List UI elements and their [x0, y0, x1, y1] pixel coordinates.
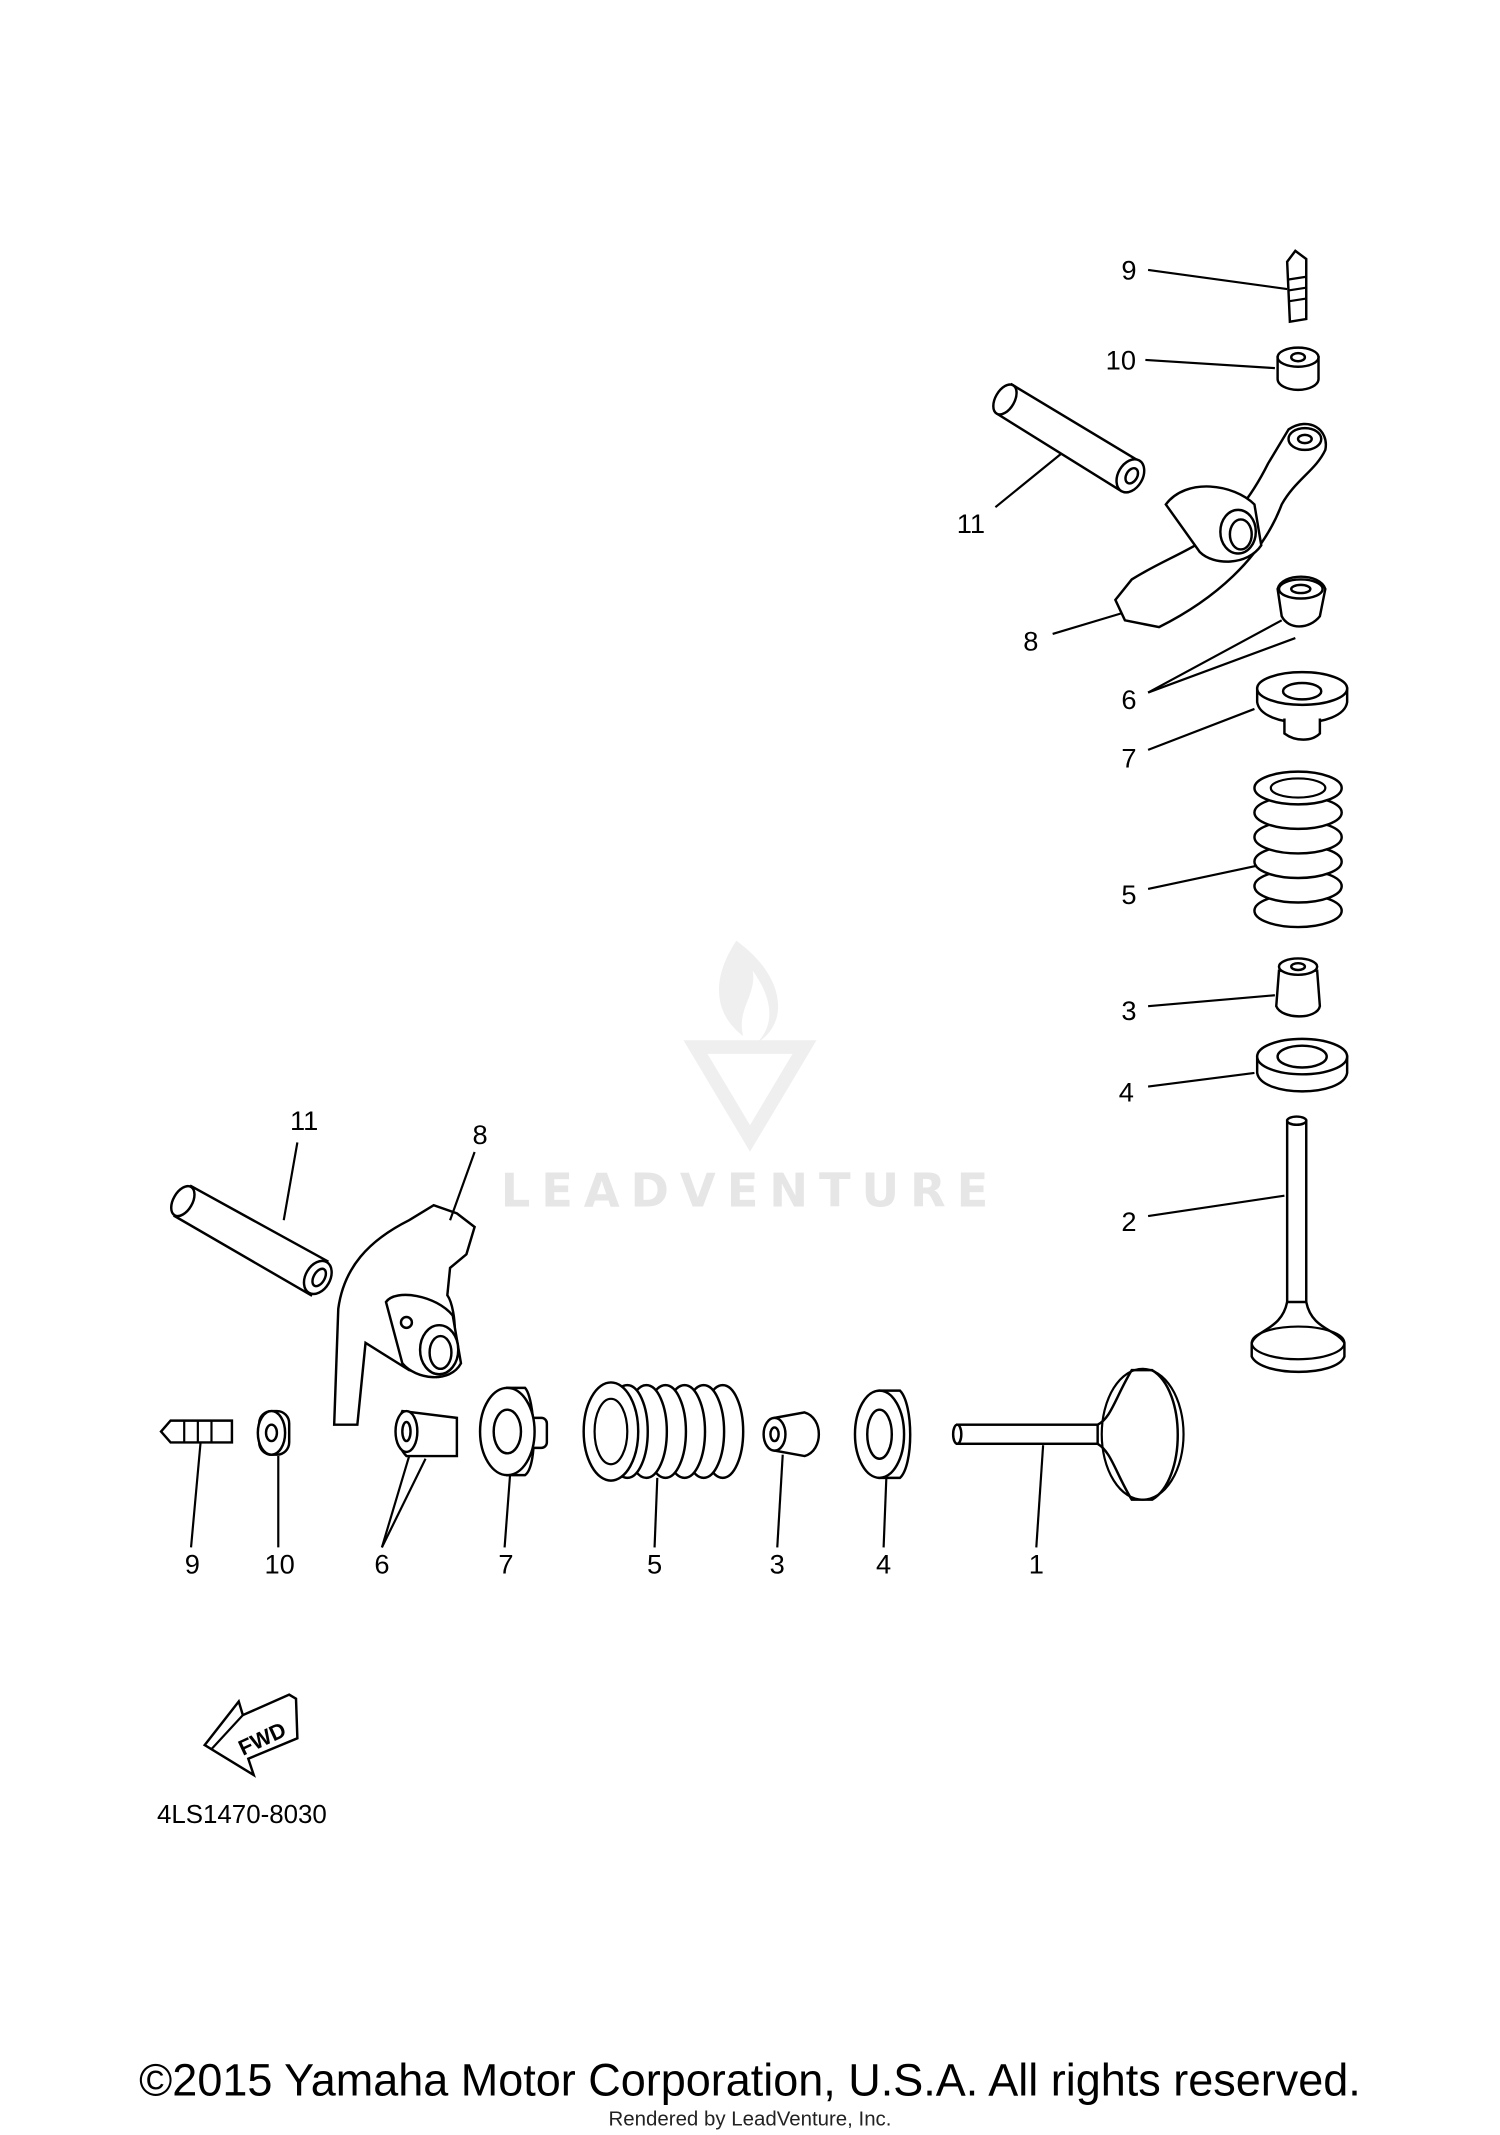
label-1: 1 [1029, 1548, 1044, 1579]
adjusting-screw-9-bottom [159, 1419, 234, 1444]
spring-seat-4-bottom [853, 1389, 912, 1480]
label-8-bottom: 8 [472, 1119, 487, 1150]
leader-4-right [1147, 1071, 1255, 1088]
label-5-bottom: 5 [647, 1548, 662, 1579]
label-6-right: 6 [1121, 684, 1136, 715]
exhaust-valve-2 [1250, 1115, 1346, 1373]
leader-4-bottom [882, 1477, 888, 1548]
nut-10-right [1276, 346, 1320, 392]
leader-1 [1035, 1445, 1045, 1548]
leader-8-bottom [449, 1151, 476, 1221]
label-4-bottom: 4 [876, 1548, 891, 1579]
leader-8-right [1052, 612, 1122, 636]
valve-spring-5-bottom [582, 1381, 745, 1482]
valve-cotter-6-right [1276, 575, 1327, 628]
label-11-bottom: 11 [290, 1105, 318, 1136]
label-8-right: 8 [1023, 625, 1038, 656]
stud-bolt-9-right [1285, 249, 1308, 324]
label-7-bottom: 7 [498, 1548, 513, 1579]
label-11-right: 11 [957, 508, 985, 539]
leader-9-right [1147, 268, 1288, 291]
leader-6a-right [1147, 619, 1283, 694]
label-9-right: 9 [1121, 254, 1136, 285]
rocker-shaft-11-bottom [169, 1184, 333, 1297]
leader-6b-right [1147, 637, 1296, 694]
label-4-right: 4 [1119, 1077, 1134, 1108]
rocker-arm-8-right [1113, 422, 1328, 629]
copyright-text: ©2015 Yamaha Motor Corporation, U.S.A. A… [139, 2054, 1361, 2105]
leader-11-right [994, 453, 1062, 509]
leader-7-bottom [503, 1475, 512, 1548]
fwd-arrow-icon: FWD [202, 1693, 299, 1778]
label-7-right: 7 [1121, 743, 1136, 774]
leader-11-bottom [282, 1142, 299, 1221]
label-5-right: 5 [1121, 879, 1136, 910]
leader-6a-bottom [380, 1455, 411, 1548]
label-9-bottom: 9 [185, 1548, 200, 1579]
rocker-arm-8-bottom [332, 1203, 477, 1426]
valve-stem-seal-3-right [1275, 957, 1322, 1018]
watermark-text: LEADVENTURE [501, 1164, 999, 1218]
leader-2 [1147, 1194, 1285, 1218]
valve-spring-5-right [1253, 770, 1343, 929]
label-6-bottom: 6 [374, 1548, 389, 1579]
leader-7-right [1147, 707, 1255, 751]
leader-9-bottom [189, 1442, 202, 1548]
leadventure-watermark-logo [683, 940, 817, 1152]
rocker-shaft-11-right [992, 382, 1146, 494]
label-2: 2 [1121, 1206, 1136, 1237]
leader-5-right [1147, 864, 1258, 890]
label-10-bottom: 10 [264, 1548, 294, 1579]
label-3-bottom: 3 [770, 1548, 785, 1579]
leader-3-bottom [776, 1454, 784, 1548]
spring-retainer-7-bottom [478, 1386, 549, 1477]
leader-6b-bottom [380, 1458, 427, 1548]
leader-3-right [1148, 994, 1275, 1008]
valve-cotter-6-bottom [394, 1409, 459, 1458]
part-number: 4LS1470-8030 [157, 1801, 327, 1829]
label-3-right: 3 [1121, 995, 1136, 1026]
valve-stem-seal-3-bottom [762, 1411, 820, 1458]
spring-seat-4-right [1255, 1037, 1349, 1093]
leader-10-right [1145, 358, 1275, 370]
label-10-right: 10 [1106, 344, 1136, 375]
locknut-10-bottom [256, 1409, 291, 1456]
leader-5-bottom [653, 1477, 659, 1548]
intake-valve-1 [951, 1367, 1185, 1501]
spring-retainer-7-right [1255, 670, 1349, 741]
rendered-by-text: Rendered by LeadVenture, Inc. [609, 2107, 892, 2130]
